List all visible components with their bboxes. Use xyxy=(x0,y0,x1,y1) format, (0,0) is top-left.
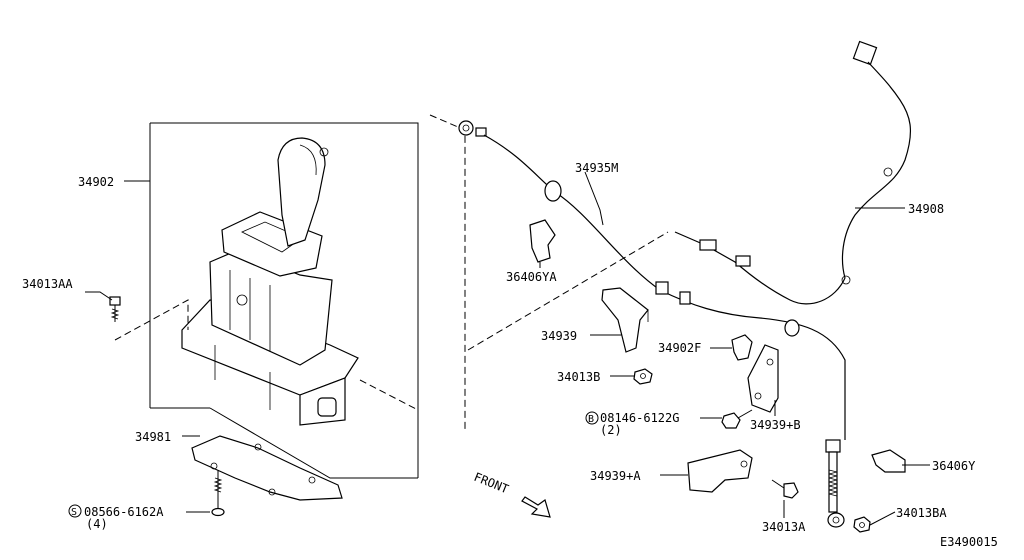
bracket-34939-icon xyxy=(601,287,649,353)
label-08146-qty: (2) xyxy=(600,423,622,437)
label-34981: 34981 xyxy=(135,430,171,444)
label-34908: 34908 xyxy=(908,202,944,216)
label-08566-qty: (4) xyxy=(86,517,108,531)
nut-34013ba-icon xyxy=(853,516,871,533)
label-08566-group: S 08566-6162A (4) xyxy=(68,504,164,531)
screw-08566-icon xyxy=(211,470,225,517)
label-34013a: 34013A xyxy=(762,520,806,534)
label-36406ya: 36406YA xyxy=(506,270,557,284)
drawing-code: E3490015 xyxy=(940,535,998,549)
clip-36406y-icon xyxy=(871,449,906,473)
bracket-34939b-icon xyxy=(747,344,779,413)
label-34939b: 34939+B xyxy=(750,418,801,432)
clip-36406ya-icon xyxy=(529,219,556,263)
front-arrow-icon xyxy=(521,496,551,518)
label-08566-6162a: 08566-6162A xyxy=(84,505,164,519)
label-34939: 34939 xyxy=(541,329,577,343)
label-34013ba: 34013BA xyxy=(896,506,947,520)
label-34902f: 34902F xyxy=(658,341,701,355)
label-08146-group: B 08146-6122G (2) xyxy=(585,411,679,437)
label-34939a: 34939+A xyxy=(590,469,641,483)
label-34013aa: 34013AA xyxy=(22,277,73,291)
label-34935m: 34935M xyxy=(575,161,618,175)
shifter-frame xyxy=(149,122,419,479)
label-36406y: 36406Y xyxy=(932,459,976,473)
label-08146-6122g: 08146-6122G xyxy=(600,411,679,425)
leader-lines xyxy=(85,171,930,526)
bolt-34013a-icon xyxy=(771,479,799,499)
bolt-prefix-symbol: B xyxy=(588,414,594,425)
bolt-08146-icon xyxy=(721,409,753,429)
label-front: FRONT xyxy=(472,470,511,497)
bolt-34013aa-icon xyxy=(109,296,121,322)
shift-lever-assembly xyxy=(181,137,359,426)
label-34013b: 34013B xyxy=(557,370,600,384)
harness-34908 xyxy=(674,40,911,305)
screw-prefix-symbol: S xyxy=(71,507,77,518)
plate-34981-icon xyxy=(191,435,343,501)
clip-34902f-icon xyxy=(731,334,753,361)
bracket-34939a-icon xyxy=(687,449,753,493)
nut-34013b-icon xyxy=(633,368,653,385)
label-34902: 34902 xyxy=(78,175,114,189)
control-cable-34935m xyxy=(458,120,846,528)
